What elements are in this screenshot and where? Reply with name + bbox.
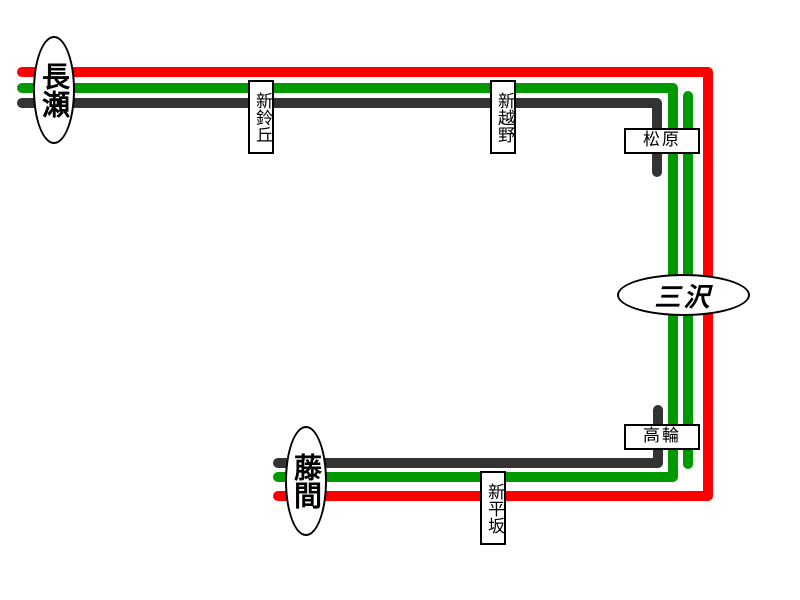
station-shin-koshino[interactable]: 新越野 — [490, 80, 516, 154]
dark-line-north — [17, 98, 662, 177]
red-line — [17, 67, 713, 501]
station-matsubara[interactable]: 松原 — [624, 128, 700, 154]
green-line — [17, 83, 678, 482]
station-shin-suzuoka[interactable]: 新鈴丘 — [248, 80, 274, 154]
station-fujima[interactable]: 藤間 — [285, 426, 327, 536]
station-takawa[interactable]: 高輪 — [624, 424, 700, 450]
station-shin-hirasaka[interactable]: 新平坂 — [480, 471, 506, 545]
station-nagase[interactable]: 長瀬 — [33, 36, 75, 144]
station-misawa[interactable]: 三沢 — [617, 274, 750, 316]
dark-line-south — [273, 405, 663, 468]
